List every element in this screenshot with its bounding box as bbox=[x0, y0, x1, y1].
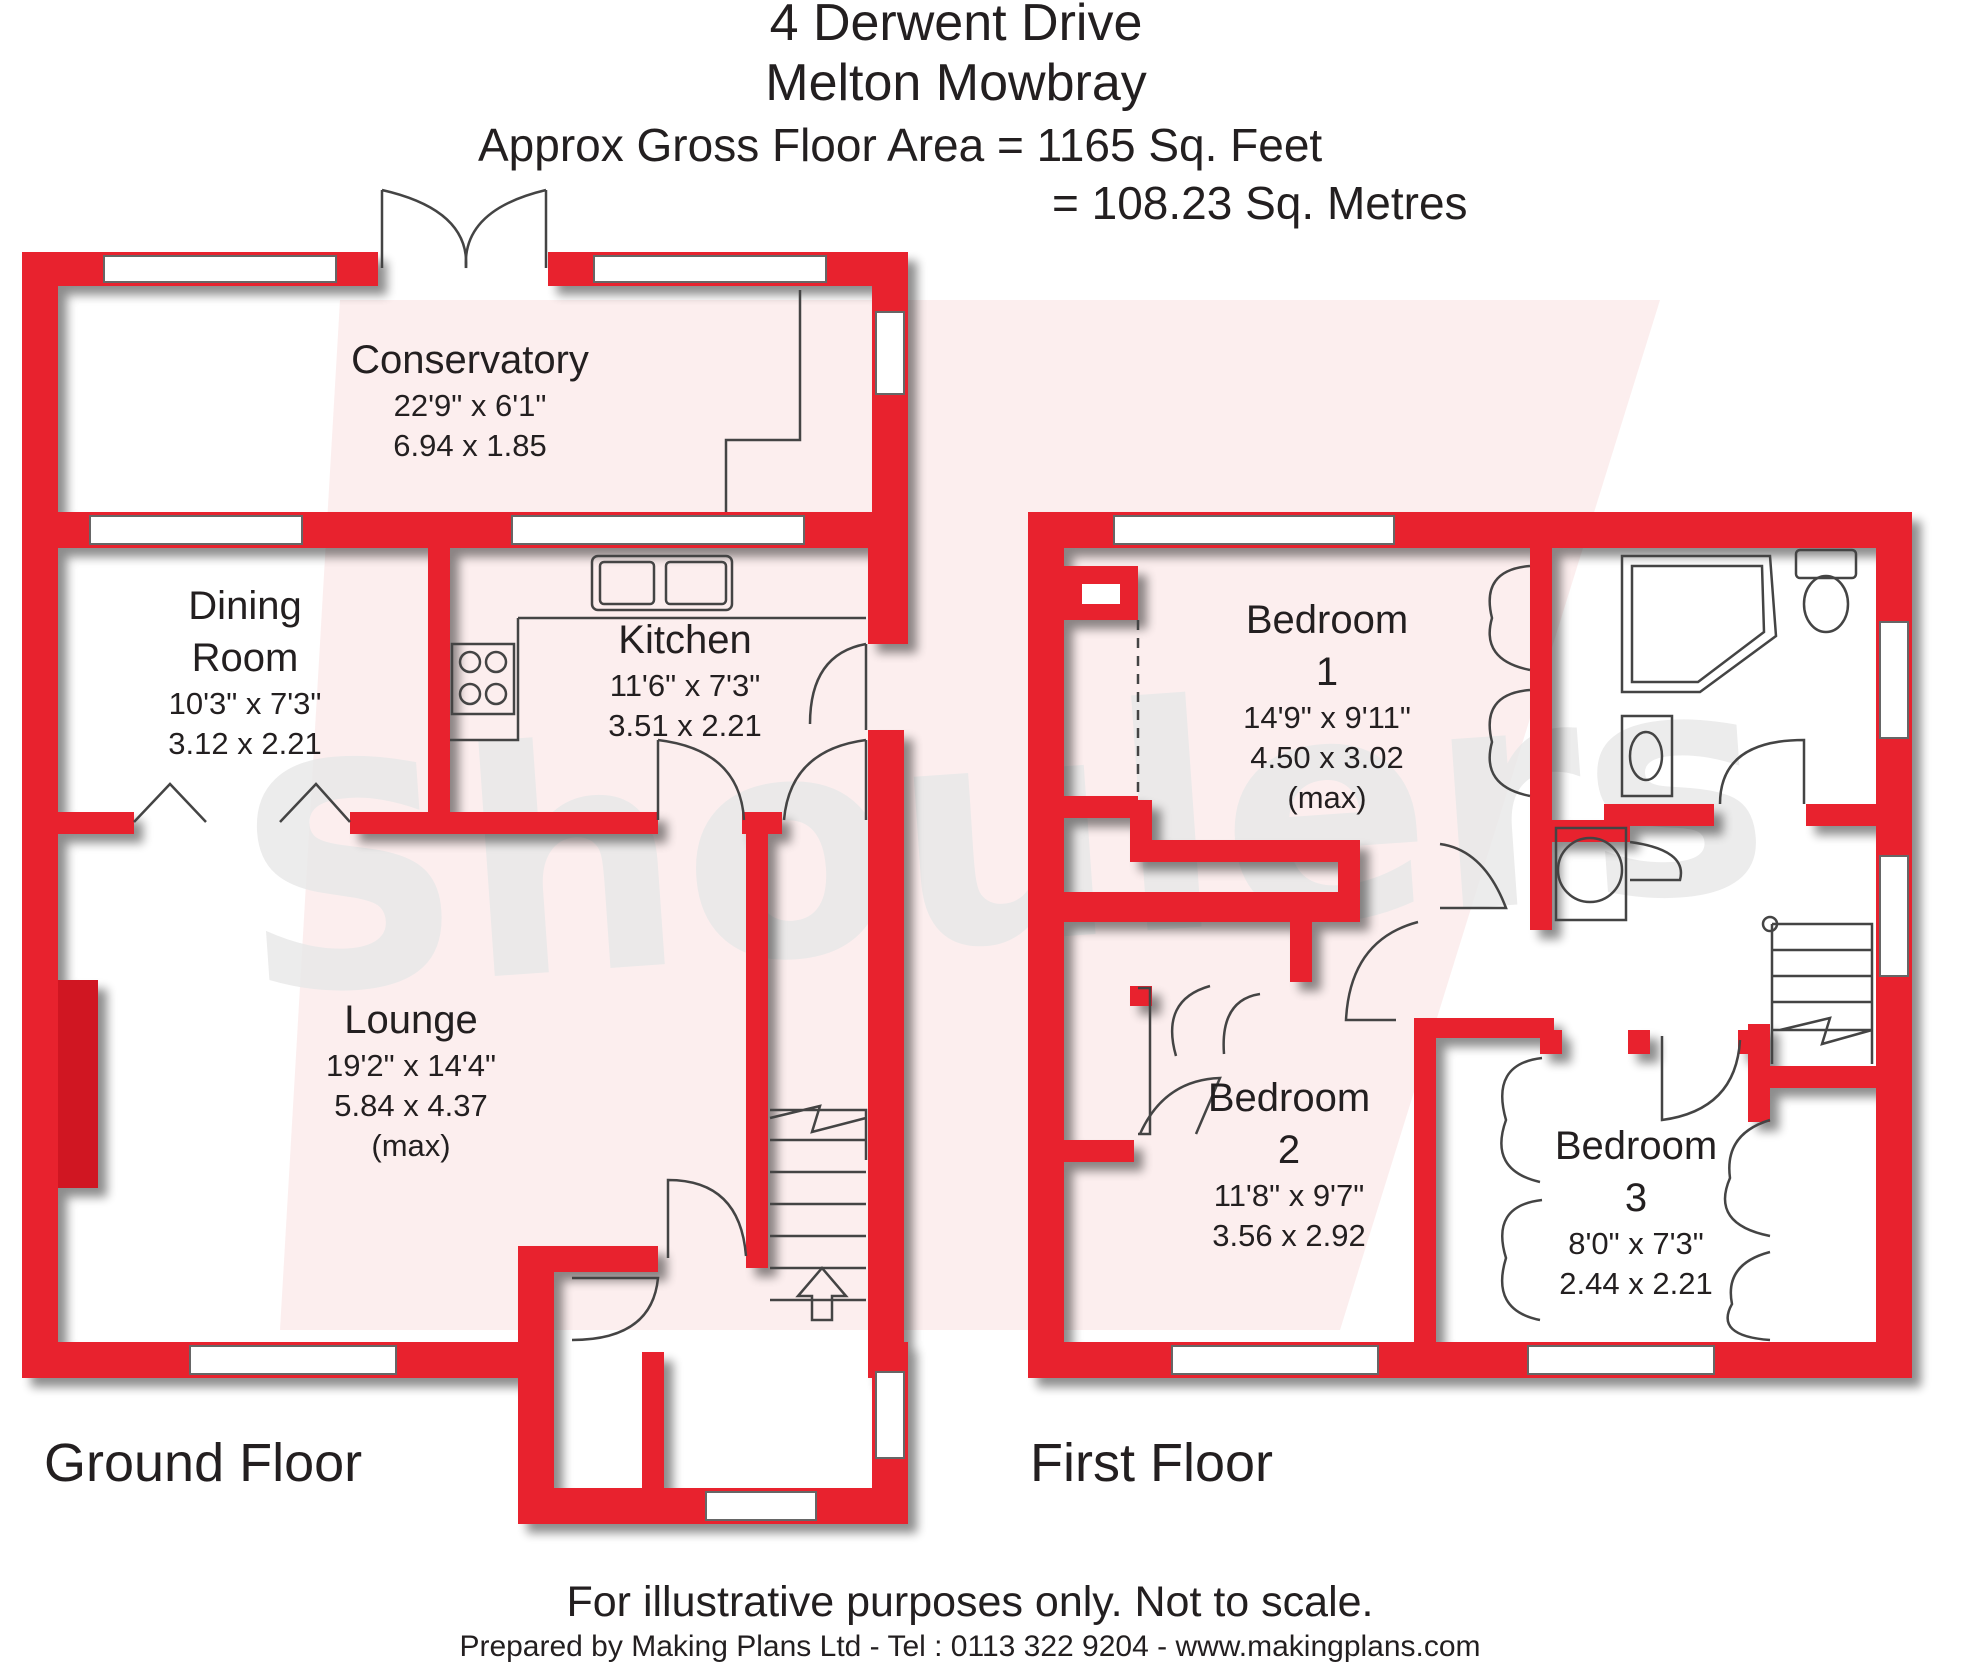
room-conservatory: Conservatory 22'9" x 6'1" 6.94 x 1.85 bbox=[300, 334, 640, 466]
room-dimensions-imperial: 8'0" x 7'3" bbox=[1568, 1226, 1704, 1261]
window bbox=[1879, 855, 1909, 977]
room-lounge: Lounge 19'2" x 14'4" 5.84 x 4.37 (max) bbox=[266, 994, 556, 1166]
room-dimensions-metric: 5.84 x 4.37 bbox=[334, 1088, 488, 1123]
disclaimer: For illustrative purposes only. Not to s… bbox=[566, 1578, 1374, 1626]
window bbox=[875, 1371, 905, 1459]
room-name: 2 bbox=[1277, 1128, 1301, 1172]
cylinder-icon bbox=[1556, 836, 1624, 904]
room-dimensions-imperial: 11'8" x 9'7" bbox=[1213, 1178, 1365, 1213]
room-dimensions-imperial: 19'2" x 14'4" bbox=[325, 1048, 496, 1083]
first-floor-windows bbox=[1113, 515, 1909, 1375]
window bbox=[511, 515, 805, 545]
room-dining-room: Dining Room 10'3" x 7'3" 3.12 x 2.21 bbox=[100, 580, 390, 764]
door bbox=[1439, 842, 1508, 910]
watermark-slash bbox=[280, 300, 1660, 1330]
door bbox=[808, 642, 868, 730]
stairs-arrow-icon bbox=[795, 1266, 849, 1322]
door bbox=[1660, 1036, 1742, 1122]
room-dimensions-imperial: 22'9" x 6'1" bbox=[393, 388, 547, 423]
door bbox=[656, 738, 746, 821]
room-dimensions-metric: 6.94 x 1.85 bbox=[393, 428, 547, 463]
door bbox=[782, 738, 868, 821]
room-dimensions-imperial: 10'3" x 7'3" bbox=[168, 686, 322, 721]
gross-area-sqft: Approx Gross Floor Area = 1165 Sq. Feet bbox=[478, 119, 1323, 171]
window bbox=[593, 255, 827, 283]
room-name: Room bbox=[191, 636, 299, 680]
floor-label-ground: Ground Floor bbox=[44, 1433, 363, 1493]
room-name: 1 bbox=[1315, 650, 1339, 694]
window bbox=[103, 255, 337, 283]
basin-icon bbox=[1620, 714, 1674, 798]
door bbox=[1629, 840, 1683, 882]
room-name: Bedroom bbox=[1245, 598, 1409, 642]
window bbox=[1113, 515, 1395, 545]
credit-line: Prepared by Making Plans Ltd - Tel : 011… bbox=[459, 1630, 1481, 1663]
ground-floor-fixtures bbox=[133, 188, 868, 1342]
window bbox=[705, 1491, 817, 1521]
room-dimensions-metric: 2.44 x 2.21 bbox=[1559, 1266, 1713, 1301]
room-name: 3 bbox=[1624, 1176, 1648, 1220]
sink-icon bbox=[590, 554, 734, 612]
door bbox=[666, 1178, 748, 1258]
room-dimensions-metric: 4.50 x 3.02 bbox=[1250, 740, 1404, 775]
window bbox=[189, 1345, 397, 1375]
ground-floor-windows bbox=[89, 255, 905, 1521]
door bbox=[571, 1276, 660, 1342]
window bbox=[1879, 621, 1909, 739]
toilet-icon bbox=[1794, 548, 1858, 580]
room-dimensions-imperial: 11'6" x 7'3" bbox=[609, 668, 761, 703]
room-name: Conservatory bbox=[351, 338, 589, 382]
door bbox=[1344, 920, 1419, 1022]
room-name: Dining bbox=[188, 584, 302, 628]
french-door bbox=[380, 188, 468, 269]
room-dimensions-metric: 3.56 x 2.92 bbox=[1212, 1218, 1366, 1253]
room-note: (max) bbox=[1287, 780, 1367, 815]
first-floor-walls bbox=[1028, 512, 1912, 1378]
address-line-1: 4 Derwent Drive bbox=[769, 0, 1143, 52]
room-name: Bedroom bbox=[1554, 1124, 1718, 1168]
room-name: Bedroom bbox=[1207, 1076, 1371, 1120]
french-door bbox=[464, 188, 548, 269]
door bbox=[1718, 738, 1806, 805]
room-dimensions-imperial: 14'9" x 9'11" bbox=[1243, 700, 1411, 735]
room-kitchen: Kitchen 11'6" x 7'3" 3.51 x 2.21 bbox=[560, 614, 810, 746]
window bbox=[89, 515, 303, 545]
room-dimensions-metric: 3.12 x 2.21 bbox=[168, 726, 322, 761]
room-note: (max) bbox=[371, 1128, 451, 1163]
window bbox=[1527, 1345, 1715, 1375]
stairs-icon bbox=[769, 1104, 868, 1302]
stairs-icon bbox=[1770, 922, 1874, 1064]
first-floor-fixtures bbox=[1136, 548, 1874, 1342]
room-bedroom-1: Bedroom 1 14'9" x 9'11" 4.50 x 3.02 (max… bbox=[1192, 594, 1462, 818]
floor-label-first: First Floor bbox=[1030, 1433, 1273, 1493]
room-dimensions-metric: 3.51 x 2.21 bbox=[608, 708, 762, 743]
hob-icon bbox=[450, 642, 516, 716]
room-bedroom-3: Bedroom 3 8'0" x 7'3" 2.44 x 2.21 bbox=[1516, 1120, 1756, 1304]
bath-icon bbox=[1620, 554, 1778, 694]
window bbox=[1171, 1345, 1379, 1375]
address-line-2: Melton Mowbray bbox=[765, 54, 1147, 112]
window bbox=[875, 311, 905, 395]
gross-area-sqm: = 108.23 Sq. Metres bbox=[1052, 177, 1468, 229]
room-name: Kitchen bbox=[618, 618, 752, 662]
room-name: Lounge bbox=[344, 998, 478, 1042]
room-bedroom-2: Bedroom 2 11'8" x 9'7" 3.56 x 2.92 bbox=[1164, 1072, 1414, 1256]
